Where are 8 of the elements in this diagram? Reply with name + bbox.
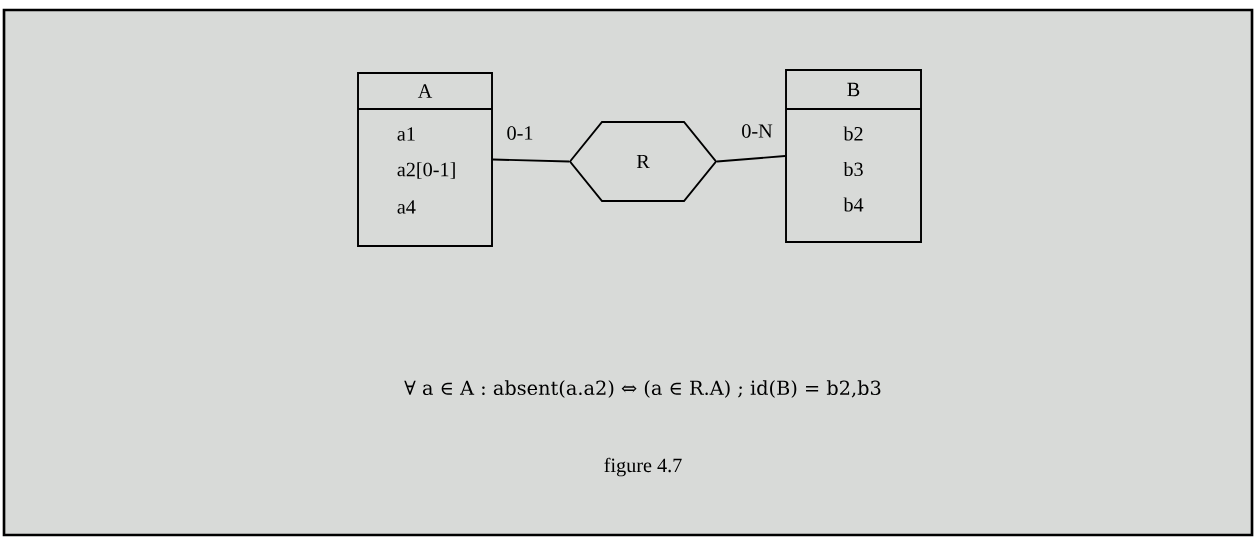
connector-line bbox=[716, 155, 786, 163]
constraint-text: ∀ a ∈ A : absent(a.a2) ⇔ (a ∈ R.A) ; id(B) = b2,b3 bbox=[404, 380, 881, 398]
cardinality-label: 0-1 bbox=[504, 124, 536, 142]
entity-box: B b2 b3 b4 bbox=[785, 69, 922, 243]
figure-caption: figure 4.7 bbox=[604, 457, 682, 477]
connector-line bbox=[492, 158, 570, 163]
cardinality-label: 0-N bbox=[739, 122, 775, 140]
entity-box: A a1 a2[0-1] a4 bbox=[357, 72, 493, 247]
